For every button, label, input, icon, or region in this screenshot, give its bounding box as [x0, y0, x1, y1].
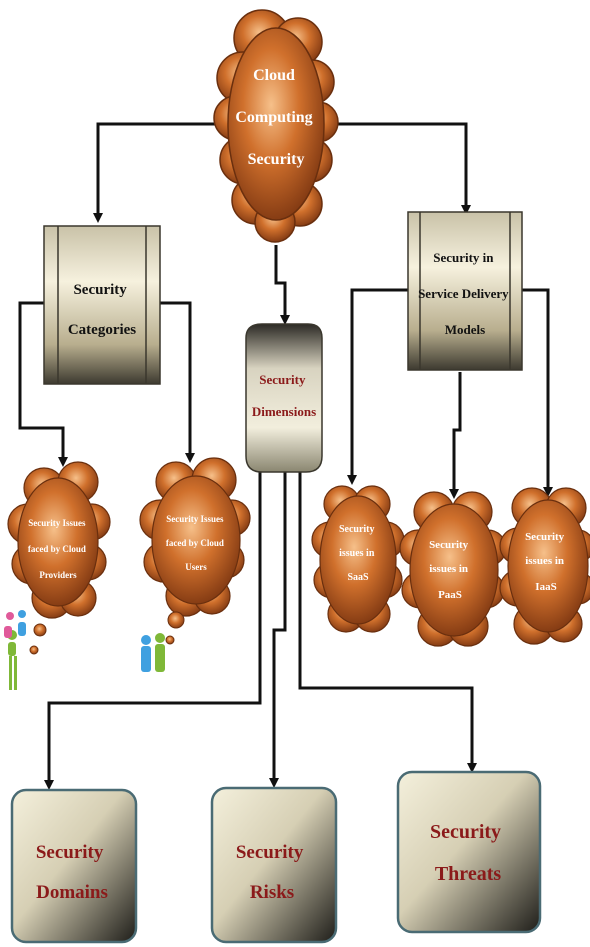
- connector-delivery-iaas: [522, 288, 553, 497]
- connector-categories-providers: [18, 301, 68, 467]
- connector-root-dimensions: [274, 245, 290, 325]
- connector-delivery-saas: [347, 288, 408, 485]
- root-cloud-node[interactable]: Cloud Computing Security: [213, 9, 339, 243]
- connector-dimensions-threats: [298, 472, 477, 773]
- connector-categories-users: [160, 301, 195, 463]
- security-threats-box[interactable]: Security Threats: [396, 770, 542, 934]
- security-domains-label: Security Domains: [36, 842, 108, 903]
- cloud-providers-issues-node[interactable]: Security Issues faced by Cloud Providers: [7, 461, 111, 655]
- security-risks-box[interactable]: Security Risks: [210, 786, 338, 944]
- security-dimensions-box[interactable]: Security Dimensions: [245, 323, 323, 473]
- security-categories-box[interactable]: Security Categories: [43, 225, 161, 385]
- connector-delivery-paas: [449, 372, 462, 499]
- security-categories-label: Security Categories: [68, 282, 136, 338]
- connector-dimensions-risks: [269, 472, 287, 788]
- connectors: [18, 122, 553, 790]
- security-threats-label: Security Threats: [430, 821, 506, 885]
- users-pair-icon: [141, 633, 165, 672]
- service-delivery-label: Security in Service Delivery Models: [418, 250, 512, 337]
- paas-issues-node[interactable]: Security issues in PaaS: [399, 491, 507, 647]
- connector-root-categories: [93, 122, 222, 223]
- security-dimensions-label: Security Dimensions: [252, 372, 316, 419]
- security-domains-box[interactable]: Security Domains: [10, 788, 138, 944]
- iaas-issues-label: Security issues in IaaS: [525, 531, 567, 593]
- connector-root-delivery: [330, 122, 471, 215]
- iaas-issues-node[interactable]: Security issues in IaaS: [499, 487, 590, 645]
- connector-dimensions-domains: [44, 472, 262, 790]
- paas-issues-label: Security issues in PaaS: [429, 539, 471, 601]
- cloud-users-issues-node[interactable]: Security Issues faced by Cloud Users: [139, 457, 251, 645]
- saas-issues-node[interactable]: Security issues in SaaS: [311, 485, 405, 633]
- saas-issues-label: Security issues in SaaS: [339, 524, 377, 583]
- root-cloud-label: Cloud Computing Security: [235, 67, 316, 168]
- cloud-users-issues-label: Security Issues faced by Cloud Users: [166, 514, 226, 572]
- cloud-providers-issues-label: Security Issues faced by Cloud Providers: [28, 518, 88, 580]
- service-delivery-box[interactable]: Security in Service Delivery Models: [407, 211, 523, 371]
- security-risks-label: Security Risks: [236, 842, 308, 903]
- people-group-icon: [4, 610, 26, 690]
